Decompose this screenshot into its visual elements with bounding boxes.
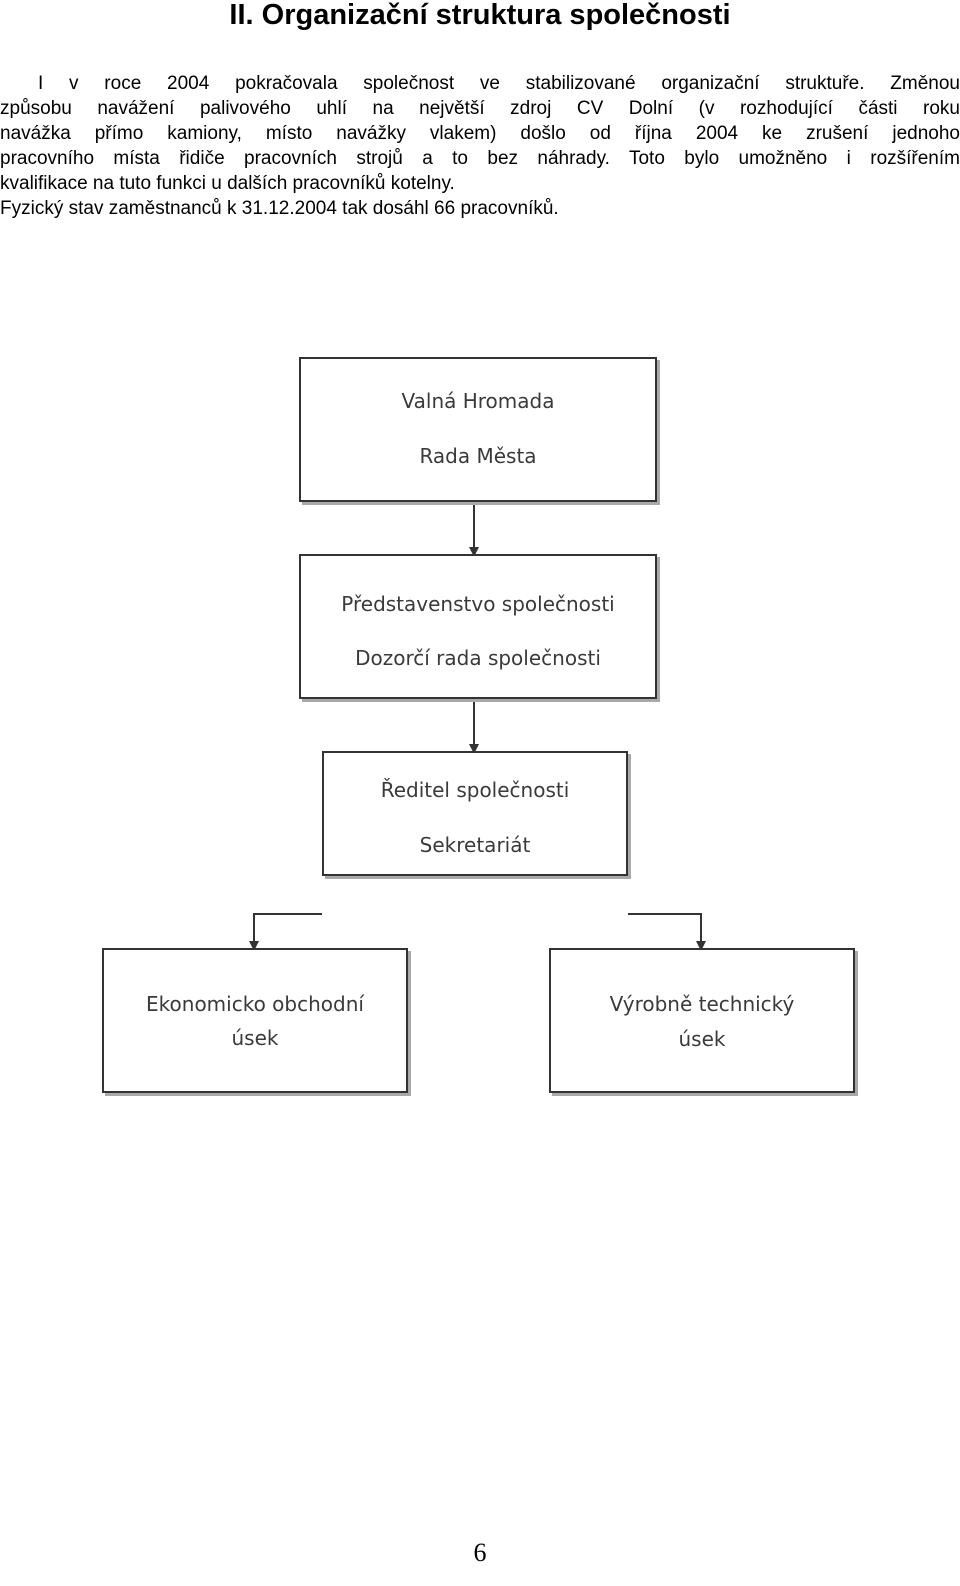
box-label: Dozorčí rada společnosti: [355, 646, 601, 670]
paragraph-line: I v roce 2004 pokračovala společnost ve …: [38, 73, 960, 94]
box-label: Sekretariát: [419, 833, 531, 857]
page-number: 6: [473, 1538, 487, 1567]
board-box: Představenstvo společnosti Dozorčí rada …: [299, 554, 657, 699]
paragraph-line: pracovního místa řidiče pracovních stroj…: [0, 148, 960, 169]
general-assembly-box: Valná Hromada Rada Města: [299, 357, 657, 502]
box-label: Ředitel společnosti: [380, 778, 570, 802]
box-label: Rada Města: [419, 444, 537, 468]
section-heading: II. Organizační struktura společnosti: [229, 0, 731, 31]
paragraph-line: způsobu navážení palivového uhlí na nejv…: [0, 98, 960, 119]
body-paragraph: I v roce 2004 pokračovala společnost ve …: [0, 71, 960, 221]
box-label: Valná Hromada: [401, 389, 555, 413]
box-label: úsek: [231, 1026, 279, 1050]
production-department-box: Výrobně technický úsek: [549, 948, 855, 1093]
box-label: Ekonomicko obchodní: [146, 992, 364, 1016]
paragraph-line: navážka přímo kamiony, místo navážky vla…: [0, 123, 960, 144]
economic-department-box: Ekonomicko obchodní úsek: [102, 948, 408, 1093]
box-label: Výrobně technický: [609, 992, 795, 1016]
paragraph-line: Fyzický stav zaměstnanců k 31.12.2004 ta…: [0, 198, 559, 219]
box-label: Představenstvo společnosti: [341, 592, 615, 616]
box-label: úsek: [678, 1027, 726, 1051]
paragraph-line: kvalifikace na tuto funkci u dalších pra…: [0, 173, 455, 194]
director-box: Ředitel společnosti Sekretariát: [322, 751, 628, 876]
